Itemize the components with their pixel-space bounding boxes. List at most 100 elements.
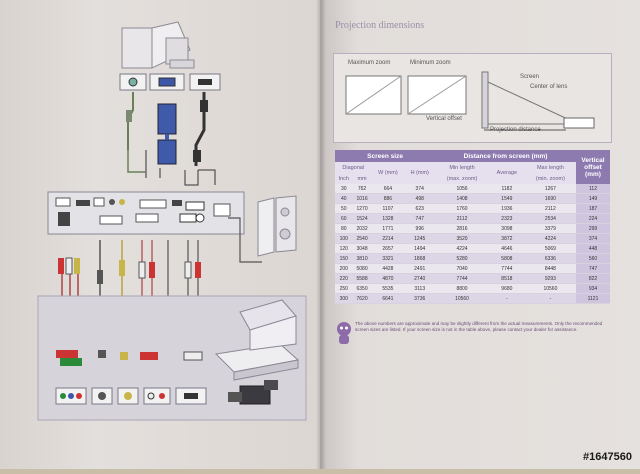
table-cell: 187: [576, 203, 610, 214]
table-cell: 1270: [352, 203, 372, 214]
vertical-offset-header: Vertical offset (mm): [576, 150, 610, 184]
table-cell: 2540: [352, 233, 372, 244]
table-cell: 60: [335, 213, 353, 224]
page-fold: [316, 0, 326, 469]
speakers-icon: [257, 195, 297, 257]
connection-diagram: [37, 21, 307, 421]
table-cell: 224: [576, 213, 610, 224]
min-length-header: Min length: [435, 162, 489, 173]
table-cell: 6336: [524, 253, 576, 264]
table-cell: 5535: [371, 283, 405, 294]
table-cell: 80: [335, 223, 353, 234]
mm-header: mm: [352, 173, 372, 184]
table-cell: 300: [335, 293, 353, 304]
table-cell: 448: [576, 243, 610, 254]
watermark: #1647560: [583, 451, 632, 463]
table-cell: 2740: [404, 273, 436, 284]
table-cell: 150: [335, 253, 353, 264]
audio-lr-port: [143, 387, 171, 405]
table-cell: 50: [335, 203, 353, 214]
table-cell: 1328: [371, 213, 405, 224]
table-cell: 9680: [488, 283, 525, 294]
table-cell: 762: [352, 184, 372, 194]
table-cell: 560: [576, 253, 610, 264]
table-cell: 7744: [488, 263, 525, 274]
projection-distance-label: Projection distance: [490, 127, 541, 133]
table-cell: 149: [576, 193, 610, 204]
table-cell: 1936: [488, 203, 525, 214]
table-cell: 2032: [352, 223, 372, 234]
table-cell: 3321: [371, 253, 405, 264]
table-cell: -: [524, 293, 576, 304]
projection-table: Screen size Distance from screen (mm) Ve…: [335, 150, 610, 304]
table-cell: 1494: [404, 243, 436, 254]
table-cell: 2112: [435, 213, 489, 224]
table-cell: 1549: [488, 193, 525, 204]
table-cell: 1107: [371, 203, 405, 214]
table-cell: 40: [335, 193, 353, 204]
table-cell: 2534: [524, 213, 576, 224]
table-cell: 6641: [371, 293, 405, 304]
inch-header: Inch: [335, 173, 353, 184]
table-cell: 5280: [435, 253, 489, 264]
w-header: W (mm): [371, 162, 405, 184]
table-cell: 2816: [435, 223, 489, 234]
table-cell: 5080: [352, 263, 372, 274]
table-cell: 200: [335, 263, 353, 274]
table-cell: 2491: [404, 263, 436, 274]
table-cell: 822: [576, 273, 610, 284]
h-header: H (mm): [404, 162, 436, 184]
table-cell: 8448: [524, 263, 576, 274]
table-cell: 7620: [352, 293, 372, 304]
table-cell: 1771: [371, 223, 405, 234]
table-cell: 1690: [524, 193, 576, 204]
table-cell: 4224: [435, 243, 489, 254]
table-cell: 120: [335, 243, 353, 254]
table-cell: 996: [404, 223, 436, 234]
table-cell: 1056: [435, 184, 489, 194]
table-cell: 220: [335, 273, 353, 284]
table-cell: 934: [576, 283, 610, 294]
note-text: The above numbers are approximate and ma…: [355, 321, 603, 332]
mascot-note-icon: [337, 322, 351, 344]
table-cell: 1245: [404, 233, 436, 244]
camcorder-icon: [228, 380, 278, 405]
table-cell: 3048: [352, 243, 372, 254]
table-cell: 4870: [371, 273, 405, 284]
table-cell: 10560: [435, 293, 489, 304]
average-header: Average: [488, 162, 525, 184]
center-of-lens-label: Center of lens: [530, 84, 568, 90]
table-cell: 3379: [524, 223, 576, 234]
table-cell: 498: [404, 193, 436, 204]
min-zoom-label: Minimum zoom: [410, 60, 451, 66]
table-cell: 3872: [488, 233, 525, 244]
screen-size-header: Screen size: [335, 150, 436, 162]
table-cell: 5808: [488, 253, 525, 264]
distance-header: Distance from screen (mm): [435, 150, 576, 162]
max-zoom-label: Maximum zoom: [348, 60, 391, 66]
table-cell: 5069: [524, 243, 576, 254]
diagonal-header: Diagonal: [335, 162, 372, 173]
table-cell: 886: [371, 193, 405, 204]
vertical-offset-label: Vertical offset: [426, 116, 462, 122]
table-cell: 1524: [352, 213, 372, 224]
table-cell: 6350: [352, 283, 372, 294]
table-cell: 3736: [404, 293, 436, 304]
table-cell: 1267: [524, 184, 576, 194]
section-title: Projection dimensions: [335, 20, 425, 31]
table-cell: 8518: [488, 273, 525, 284]
table-cell: 2657: [371, 243, 405, 254]
projection-dimensions-diagram: Maximum zoom Minimum zoom Screen Center …: [333, 53, 612, 143]
table-cell: 299: [576, 223, 610, 234]
table-cell: 2323: [488, 213, 525, 224]
table-cell: 7744: [435, 273, 489, 284]
table-cell: 3113: [404, 283, 436, 294]
